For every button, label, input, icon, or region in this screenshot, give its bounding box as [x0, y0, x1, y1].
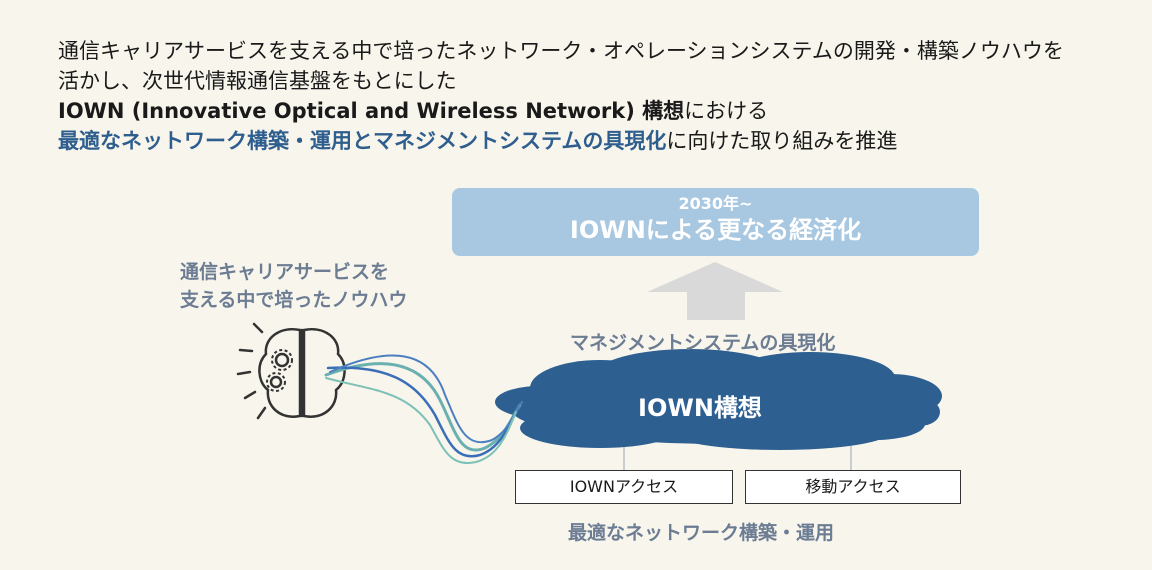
heading-line-4-suffix: に向けた取り組みを推進 [666, 129, 898, 153]
heading: 通信キャリアサービスを支える中で培ったネットワーク・オペレーションシステムの開発… [58, 36, 1064, 156]
brain-head-icon [236, 322, 346, 420]
heading-line-4: 最適なネットワーク構築・運用とマネジメントシステムの具現化に向けた取り組みを推進 [58, 126, 1064, 156]
knowhow-label: 通信キャリアサービスを 支える中で培ったノウハウ [180, 258, 420, 314]
up-arrow [647, 262, 783, 320]
heading-line-3-suffix: における [684, 99, 769, 123]
knowhow-label-line-2: 支える中で培ったノウハウ [180, 289, 408, 311]
heading-line-2: 活かし、次世代情報通信基盤をもとにした [58, 69, 457, 93]
iown-concept-label: IOWN構想 [638, 394, 762, 422]
goal-text: IOWNによる更なる経済化 [569, 216, 862, 244]
heading-line-3: IOWN (Innovative Optical and Wireless Ne… [58, 96, 1064, 126]
goal-year: 2030年~ [678, 194, 753, 213]
network-build-label: 最適なネットワーク構築・運用 [568, 522, 835, 544]
heading-line-1: 通信キャリアサービスを支える中で培ったネットワーク・オペレーションシステムの開発… [58, 39, 1064, 63]
iown-title: IOWN (Innovative Optical and Wireless Ne… [58, 99, 685, 123]
management-system-label: マネジメントシステムの具現化 [570, 332, 836, 354]
mobile-access-box: 移動アクセス [745, 470, 961, 504]
goal-box: 2030年~ IOWNによる更なる経済化 [452, 188, 979, 256]
gear-icon [266, 349, 293, 392]
optical-fiber-cables [324, 354, 523, 465]
knowhow-label-line-1: 通信キャリアサービスを [180, 261, 390, 283]
iown-cloud [495, 349, 942, 450]
iown-access-box: IOWNアクセス [515, 470, 733, 504]
heading-accent-text: 最適なネットワーク構築・運用とマネジメントシステムの具現化 [58, 129, 667, 153]
